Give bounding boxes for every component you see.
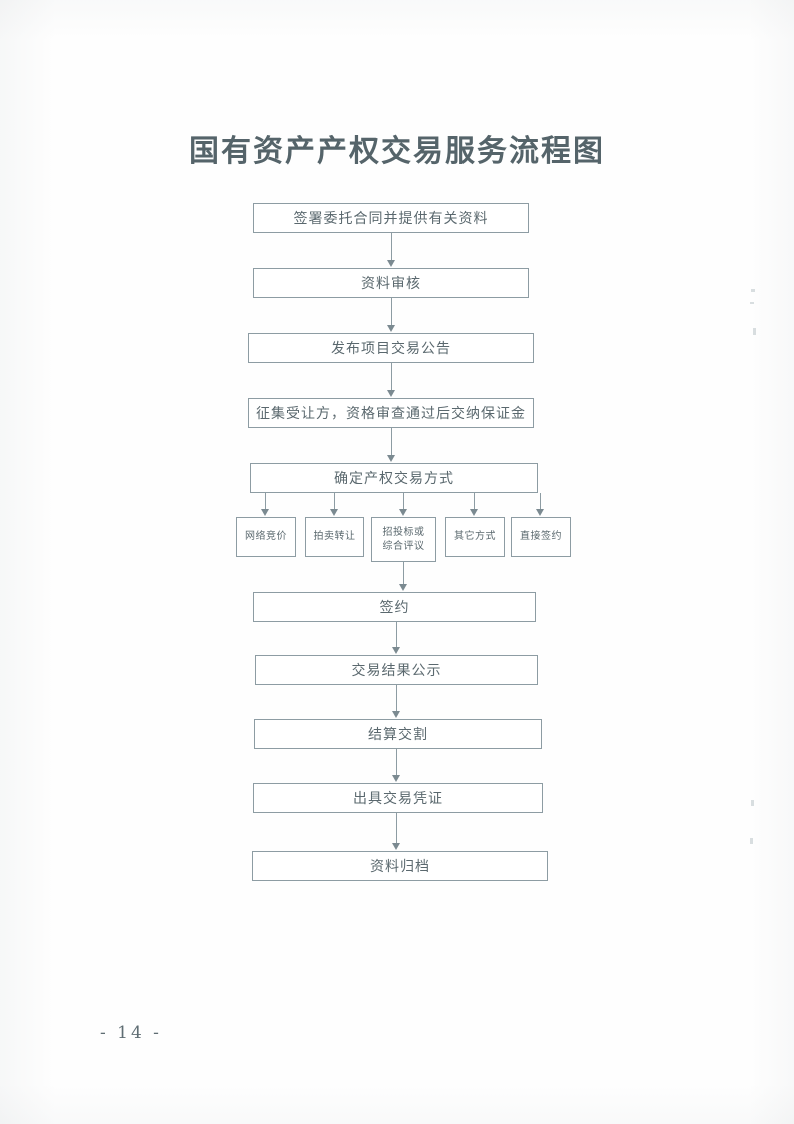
arrowhead-n1-n2 bbox=[387, 260, 395, 267]
flow-node-label: 签署委托合同并提供有关资料 bbox=[293, 211, 489, 227]
arrowhead-n7-n8 bbox=[392, 647, 400, 654]
flow-node-determine-method: 确定产权交易方式 bbox=[250, 463, 538, 493]
connector-n5-b2 bbox=[334, 493, 335, 510]
flow-node-label: 征集受让方，资格审查通过后交纳保证金 bbox=[256, 406, 526, 422]
flow-node-signing: 签约 bbox=[253, 592, 536, 622]
scan-speck bbox=[750, 838, 753, 844]
flow-node-label: 网络竞价 bbox=[245, 531, 287, 543]
flow-node-result-publicity: 交易结果公示 bbox=[255, 655, 538, 685]
scan-speck bbox=[750, 302, 754, 304]
flow-node-collect-transferees: 征集受让方，资格审查通过后交纳保证金 bbox=[248, 398, 534, 428]
flow-node-label: 签约 bbox=[379, 600, 410, 616]
arrowhead-n4-n5 bbox=[387, 455, 395, 462]
connector-n9-n10 bbox=[396, 749, 397, 776]
flow-node-label: 资料审核 bbox=[361, 276, 421, 292]
flow-node-tender-or-evaluation: 招投标或 综合评议 bbox=[371, 517, 436, 562]
connector-n2-n3 bbox=[391, 298, 392, 326]
arrowhead-n2-n3 bbox=[387, 325, 395, 332]
flow-node-direct-signing: 直接签约 bbox=[511, 517, 571, 557]
arrowhead-n5-b5 bbox=[536, 509, 544, 516]
scan-speck bbox=[751, 289, 755, 292]
connector-n3-n4 bbox=[391, 363, 392, 391]
flow-node-document-review: 资料审核 bbox=[253, 268, 529, 298]
flow-node-label-line1: 招投标或 bbox=[382, 527, 425, 538]
scan-speck bbox=[751, 800, 754, 806]
connector-n5-b4 bbox=[474, 493, 475, 510]
flow-node-sign-contract: 签署委托合同并提供有关资料 bbox=[253, 203, 529, 233]
connector-n5-b1 bbox=[265, 493, 266, 510]
flow-node-publish-announcement: 发布项目交易公告 bbox=[248, 333, 534, 363]
arrowhead-n5-b1 bbox=[261, 509, 269, 516]
flow-node-label: 其它方式 bbox=[454, 531, 496, 543]
flow-node-settlement-delivery: 结算交割 bbox=[254, 719, 542, 749]
arrowhead-n10-n11 bbox=[392, 843, 400, 850]
arrowhead-n5-b3 bbox=[399, 509, 407, 516]
flow-node-label: 拍卖转让 bbox=[313, 531, 356, 543]
connector-n7-n8 bbox=[396, 622, 397, 648]
flow-node-online-bidding: 网络竞价 bbox=[236, 517, 296, 557]
flow-node-label-line2: 综合评议 bbox=[382, 540, 425, 552]
flow-node-label: 发布项目交易公告 bbox=[331, 341, 451, 357]
page-number: - 14 - bbox=[100, 1023, 162, 1043]
arrowhead-n8-n9 bbox=[392, 711, 400, 718]
flow-node-label: 确定产权交易方式 bbox=[334, 471, 454, 487]
arrowhead-n5-b2 bbox=[330, 509, 338, 516]
connector-n10-n11 bbox=[396, 813, 397, 844]
flow-node-archive-documents: 资料归档 bbox=[252, 851, 548, 881]
page-title: 国有资产产权交易服务流程图 bbox=[189, 134, 605, 169]
arrowhead-n3-n4 bbox=[387, 390, 395, 397]
flow-node-label: 出具交易凭证 bbox=[353, 791, 443, 807]
flow-node-label: 交易结果公示 bbox=[351, 663, 442, 679]
arrowhead-b3-n7 bbox=[399, 584, 407, 591]
connector-n5-b3 bbox=[403, 493, 404, 510]
connector-n5-b5 bbox=[540, 493, 541, 510]
connector-b3-n7 bbox=[403, 562, 404, 584]
arrowhead-n9-n10 bbox=[392, 775, 400, 782]
flow-node-issue-certificate: 出具交易凭证 bbox=[253, 783, 543, 813]
connector-n1-n2 bbox=[391, 233, 392, 261]
scan-speck bbox=[753, 328, 756, 335]
flow-node-label: 资料归档 bbox=[370, 859, 430, 875]
flow-node-auction-transfer: 拍卖转让 bbox=[305, 517, 364, 557]
flow-node-label-wrap: 招投标或 综合评议 bbox=[383, 526, 425, 553]
connector-n8-n9 bbox=[396, 685, 397, 712]
flow-node-other-methods: 其它方式 bbox=[445, 517, 505, 557]
arrowhead-n5-b4 bbox=[470, 509, 478, 516]
connector-n4-n5 bbox=[391, 428, 392, 456]
flow-node-label: 直接签约 bbox=[520, 531, 562, 543]
flow-node-label: 结算交割 bbox=[368, 727, 428, 743]
